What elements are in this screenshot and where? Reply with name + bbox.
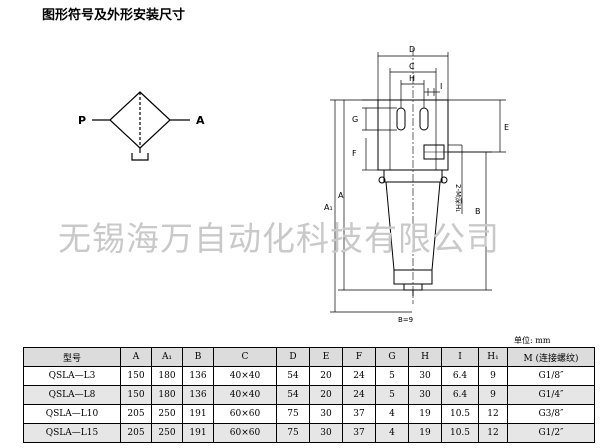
cell-g: 4 bbox=[375, 404, 409, 424]
col-header-b: B bbox=[182, 347, 214, 367]
col-header-a: A bbox=[120, 347, 152, 367]
cell-e: 20 bbox=[309, 385, 343, 405]
dim-label-bottom: B=9 bbox=[398, 316, 413, 324]
cell-m: G3/8″ bbox=[507, 404, 595, 424]
col-header-i: I bbox=[441, 347, 479, 367]
cell-h1: 9 bbox=[478, 366, 508, 386]
cell-e: 20 bbox=[309, 366, 343, 386]
dim-label-g: G bbox=[352, 115, 358, 124]
dim-label-h: H bbox=[409, 74, 415, 83]
cell-h: 30 bbox=[408, 366, 442, 386]
dim-label-i: I bbox=[440, 82, 442, 91]
cell-f: 37 bbox=[342, 423, 376, 443]
cell-a1: 250 bbox=[151, 404, 183, 424]
cell-c: 40×40 bbox=[213, 385, 277, 405]
table-header-row: 型号 A A₁ B C D E F G H I H₁ M (连接螺纹) bbox=[23, 347, 595, 367]
cell-d: 54 bbox=[276, 366, 310, 386]
cell-h1: 12 bbox=[478, 404, 508, 424]
col-header-model: 型号 bbox=[23, 347, 121, 367]
cell-i: 10.5 bbox=[441, 423, 479, 443]
col-header-a1: A₁ bbox=[151, 347, 183, 367]
cell-a: 205 bbox=[120, 423, 152, 443]
cell-h: 19 bbox=[408, 404, 442, 424]
dim-label-f: F bbox=[352, 149, 357, 158]
cell-a: 150 bbox=[120, 366, 152, 386]
dim-label-b: B bbox=[475, 207, 481, 216]
dim-label-a: A bbox=[338, 191, 344, 200]
col-header-h: H bbox=[408, 347, 442, 367]
cell-b: 191 bbox=[182, 423, 214, 443]
cell-g: 5 bbox=[375, 385, 409, 405]
cell-m: G1/2″ bbox=[507, 423, 595, 443]
cell-a1: 250 bbox=[151, 423, 183, 443]
cell-h1: 12 bbox=[478, 423, 508, 443]
dim-label-c: C bbox=[409, 62, 415, 71]
dim-label-e: E bbox=[504, 123, 509, 132]
col-header-g: G bbox=[375, 347, 409, 367]
col-header-h1: H₁ bbox=[478, 347, 508, 367]
table-row: QSLA—L15 205 250 191 60×60 75 30 37 4 19… bbox=[23, 423, 595, 443]
cell-e: 30 bbox=[309, 404, 343, 424]
cell-m: G1/8″ bbox=[507, 366, 595, 386]
col-header-d: D bbox=[276, 347, 310, 367]
cell-i: 6.4 bbox=[441, 366, 479, 386]
cell-i: 6.4 bbox=[441, 385, 479, 405]
cell-model: QSLA—L10 bbox=[23, 404, 121, 424]
spec-table: 型号 A A₁ B C D E F G H I H₁ M (连接螺纹) QSLA… bbox=[23, 347, 595, 443]
cell-h1: 9 bbox=[478, 385, 508, 405]
cell-c: 60×60 bbox=[213, 423, 277, 443]
symbol-drain-cup bbox=[131, 153, 149, 161]
cell-a1: 180 bbox=[151, 385, 183, 405]
table-row: QSLA—L8 150 180 136 40×40 54 20 24 5 30 … bbox=[23, 385, 595, 405]
symbol-port-a: A bbox=[196, 114, 205, 127]
cell-b: 136 bbox=[182, 385, 214, 405]
cell-c: 60×60 bbox=[213, 404, 277, 424]
cell-b: 191 bbox=[182, 404, 214, 424]
mount-slot-right bbox=[419, 107, 429, 131]
cell-b: 136 bbox=[182, 366, 214, 386]
dim-label-a1: A₁ bbox=[324, 203, 333, 212]
cell-m: G1/4″ bbox=[507, 385, 595, 405]
col-header-e: E bbox=[309, 347, 343, 367]
col-header-f: F bbox=[342, 347, 376, 367]
cell-f: 37 bbox=[342, 404, 376, 424]
cell-h: 30 bbox=[408, 385, 442, 405]
table-row: QSLA—L10 205 250 191 60×60 75 30 37 4 19… bbox=[23, 404, 595, 424]
table-row: QSLA—L3 150 180 136 40×40 54 20 24 5 30 … bbox=[23, 366, 595, 386]
technical-drawing: P A bbox=[78, 45, 509, 324]
cell-f: 24 bbox=[342, 385, 376, 405]
cell-h: 19 bbox=[408, 423, 442, 443]
symbol-port-p: P bbox=[78, 114, 86, 127]
watermark: 无锡海万自动化科技有限公司 bbox=[58, 219, 500, 258]
screw-left bbox=[378, 176, 386, 184]
cell-model: QSLA—L3 bbox=[23, 366, 121, 386]
cell-model: QSLA—L15 bbox=[23, 423, 121, 443]
dimension-lines bbox=[330, 52, 506, 313]
cell-d: 54 bbox=[276, 385, 310, 405]
cell-e: 30 bbox=[309, 423, 343, 443]
cell-model: QSLA—L8 bbox=[23, 385, 121, 405]
cell-d: 75 bbox=[276, 404, 310, 424]
cell-g: 5 bbox=[375, 366, 409, 386]
col-header-c: C bbox=[213, 347, 277, 367]
cell-a: 205 bbox=[120, 404, 152, 424]
cell-a: 150 bbox=[120, 385, 152, 405]
dim-label-thread: 2-M深H₁ bbox=[454, 184, 463, 212]
cell-g: 4 bbox=[375, 423, 409, 443]
screw-right bbox=[440, 176, 448, 184]
cell-i: 10.5 bbox=[441, 404, 479, 424]
col-header-m: M (连接螺纹) bbox=[507, 347, 595, 367]
unit-label: 单位: mm bbox=[514, 336, 551, 345]
cell-f: 24 bbox=[342, 366, 376, 386]
cell-c: 40×40 bbox=[213, 366, 277, 386]
mount-slot-left bbox=[396, 107, 406, 131]
page-title: 图形符号及外形安装尺寸 bbox=[42, 8, 186, 23]
cell-d: 75 bbox=[276, 423, 310, 443]
cell-a1: 180 bbox=[151, 366, 183, 386]
dim-label-d: D bbox=[409, 45, 415, 54]
filter-symbol bbox=[92, 91, 190, 161]
